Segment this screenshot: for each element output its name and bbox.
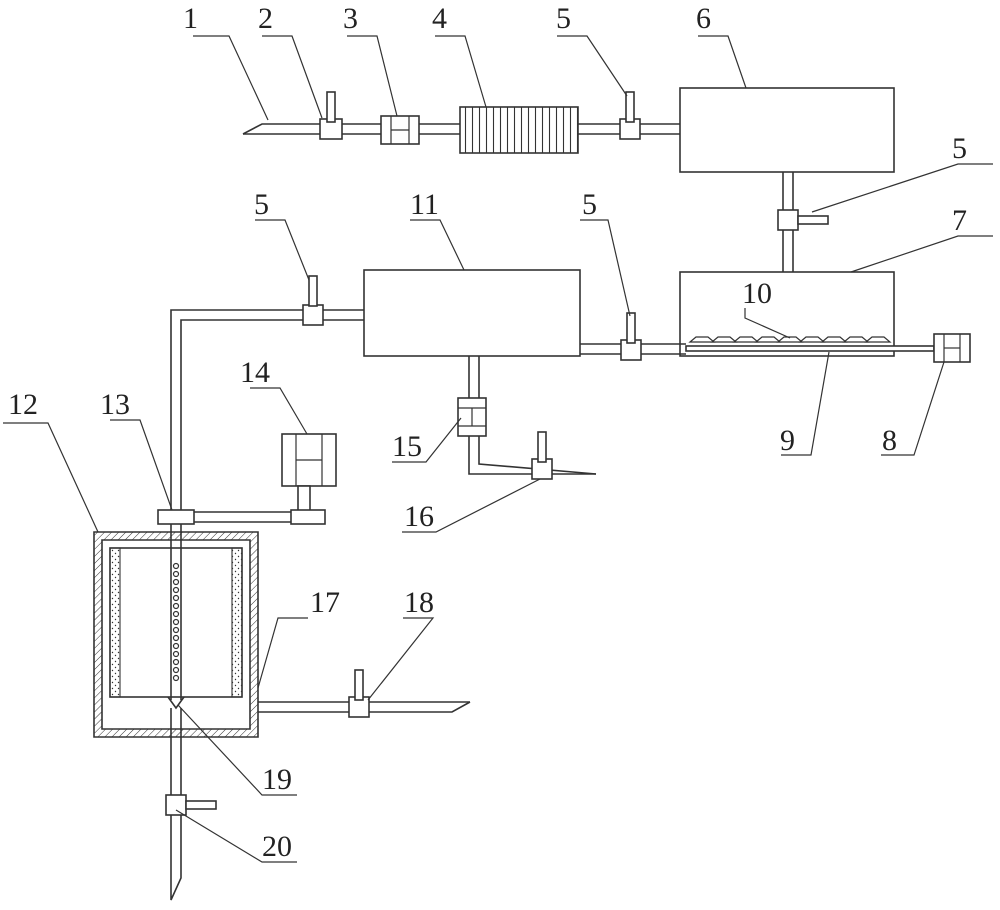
valve-5-top xyxy=(619,91,641,140)
cone-19 xyxy=(167,696,185,710)
label-8: 8 xyxy=(882,424,897,457)
vessel-12 xyxy=(93,531,259,738)
heat-exchanger-4 xyxy=(459,106,579,154)
label-14: 14 xyxy=(240,356,270,389)
valve-5-middle-left xyxy=(302,275,324,326)
valve-16 xyxy=(531,431,553,480)
valve-5-middle-right xyxy=(620,312,642,361)
label-11: 11 xyxy=(410,188,439,221)
pump-15 xyxy=(457,397,487,437)
label-5-left: 5 xyxy=(254,188,269,221)
inlet-pipe-1 xyxy=(242,123,460,135)
motor-8 xyxy=(933,333,971,363)
label-15: 15 xyxy=(392,430,422,463)
label-10: 10 xyxy=(742,277,772,310)
label-2: 2 xyxy=(258,2,273,35)
condenser-11 xyxy=(363,269,581,357)
label-16: 16 xyxy=(404,500,434,533)
motor-14 xyxy=(281,433,337,513)
conveyor-belt-9 xyxy=(685,345,935,352)
valve-2 xyxy=(319,91,343,140)
label-9: 9 xyxy=(780,424,795,457)
label-5-right: 5 xyxy=(952,132,967,165)
filter-basket xyxy=(109,547,243,698)
valve-5-vertical xyxy=(777,209,829,231)
dryer-7 xyxy=(679,271,895,357)
label-3: 3 xyxy=(343,2,358,35)
label-12: 12 xyxy=(8,388,38,421)
valve-18 xyxy=(348,669,370,718)
valve-20 xyxy=(165,794,217,816)
label-7: 7 xyxy=(952,204,967,237)
trays-10 xyxy=(688,336,892,343)
label-18: 18 xyxy=(404,586,434,619)
label-13: 13 xyxy=(100,388,130,421)
tank-6 xyxy=(679,87,895,173)
bottom-outlet-pipe xyxy=(170,708,182,901)
label-6: 6 xyxy=(696,2,711,35)
label-4: 4 xyxy=(432,2,447,35)
label-1: 1 xyxy=(183,2,198,35)
label-19: 19 xyxy=(262,763,292,796)
leader-lines xyxy=(3,35,993,863)
pump-3 xyxy=(380,115,420,145)
label-20: 20 xyxy=(262,830,292,863)
labels: 1 2 3 4 5 6 5 7 10 5 11 5 9 8 14 15 16 1… xyxy=(8,2,967,863)
agitator-shaft xyxy=(170,524,182,700)
belt-drive-13 xyxy=(157,509,326,525)
label-17: 17 xyxy=(310,586,340,619)
outlet-pipe-16 xyxy=(468,356,597,475)
label-5-middle: 5 xyxy=(582,188,597,221)
label-5-top: 5 xyxy=(556,2,571,35)
